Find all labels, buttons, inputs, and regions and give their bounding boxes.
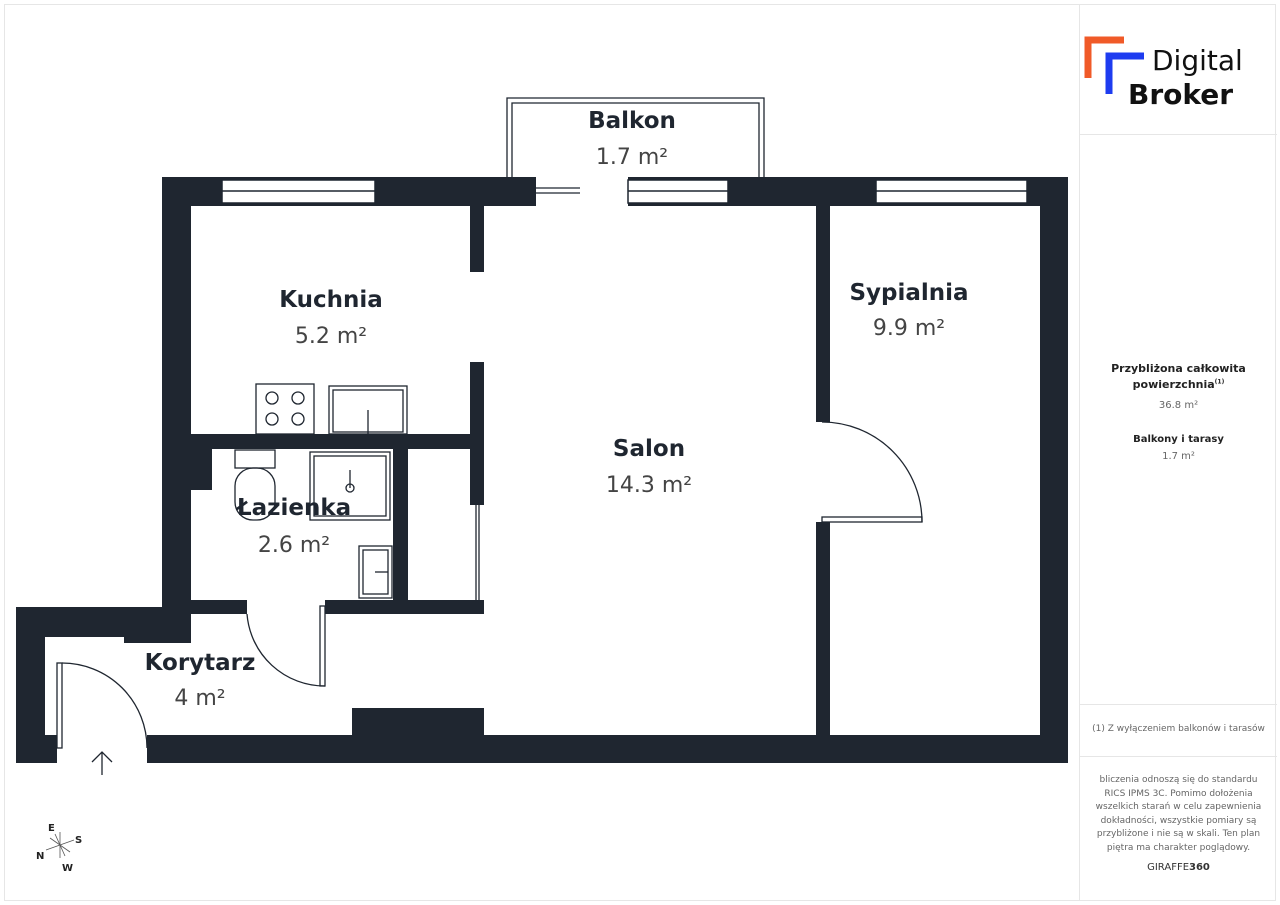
room-area-salon: 14.3 m² [606,473,692,498]
total-area-label-1: Przybliżona całkowita [1111,362,1246,375]
page-frame [4,4,1276,901]
svg-text:N: N [36,851,44,862]
digital-broker-logo: Digital Broker [1084,36,1243,109]
svg-text:E: E [48,823,55,834]
room-area-sypialnia: 9.9 m² [873,316,945,341]
room-name-balkon: Balkon [588,108,676,134]
fixtures [56,97,923,775]
compass-icon: E S N W [36,823,82,874]
room-name-sypialnia: Sypialnia [849,280,968,306]
svg-text:Digital: Digital [1152,44,1243,77]
room-name-kuchnia: Kuchnia [279,287,383,313]
total-area-label-2: powierzchnia(1) [1132,378,1225,391]
room-name-salon: Salon [613,436,685,462]
room-name-lazienka: Łazienka [235,495,351,521]
total-area-value: 36.8 m² [1158,400,1199,411]
room-area-balkon: 1.7 m² [596,145,668,170]
room-area-kuchnia: 5.2 m² [295,324,367,349]
footnote: (1) Z wyłączeniem balkonów i tarasów [1092,724,1265,734]
svg-text:W: W [62,863,73,874]
balcony-value: 1.7 m² [1162,451,1195,462]
svg-text:S: S [75,835,82,846]
balcony-label: Balkony i tarasy [1133,434,1224,445]
room-name-korytarz: Korytarz [145,650,256,676]
info-panel: Digital Broker Przybliżona całkowita pow… [1079,4,1277,901]
giraffe360-credit: GIRAFFE360 [1147,862,1210,873]
floor-plan: Balkon 1.7 m² Kuchnia 5.2 m² Sypialnia 9… [16,97,1068,874]
room-area-korytarz: 4 m² [174,686,225,711]
svg-text:Broker: Broker [1128,78,1233,109]
room-area-lazienka: 2.6 m² [258,533,330,558]
windows [221,179,1028,204]
